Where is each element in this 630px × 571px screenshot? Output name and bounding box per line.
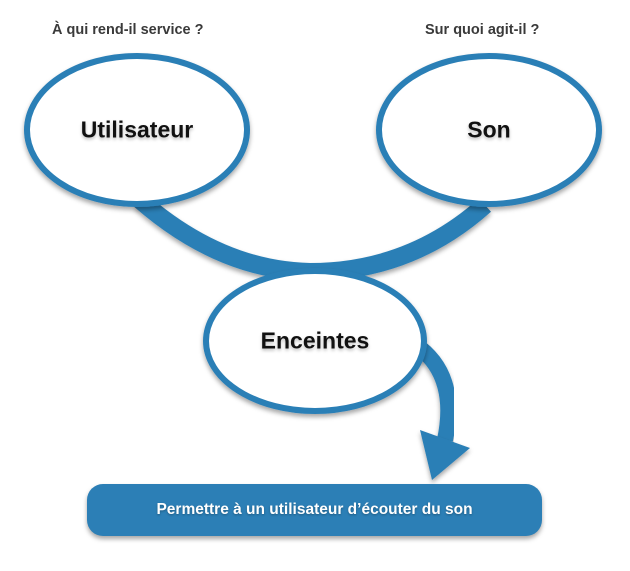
function-label: Permettre à un utilisateur d’écouter du …: [156, 501, 473, 518]
output-arrow-head: [420, 430, 470, 480]
function-box[interactable]: Permettre à un utilisateur d’écouter du …: [87, 484, 542, 536]
product-label: Enceintes: [260, 327, 370, 354]
user-ellipse[interactable]: [24, 53, 250, 207]
output-arrow-shaft: [414, 341, 457, 442]
connector-arc: [134, 193, 491, 282]
question-left: À qui rend-il service ?: [52, 22, 204, 38]
user-label: Utilisateur: [80, 116, 194, 143]
sound-ellipse[interactable]: [376, 53, 602, 207]
sound-label: Son: [467, 116, 511, 143]
product-ellipse[interactable]: [203, 268, 427, 414]
question-right: Sur quoi agit-il ?: [425, 22, 540, 38]
